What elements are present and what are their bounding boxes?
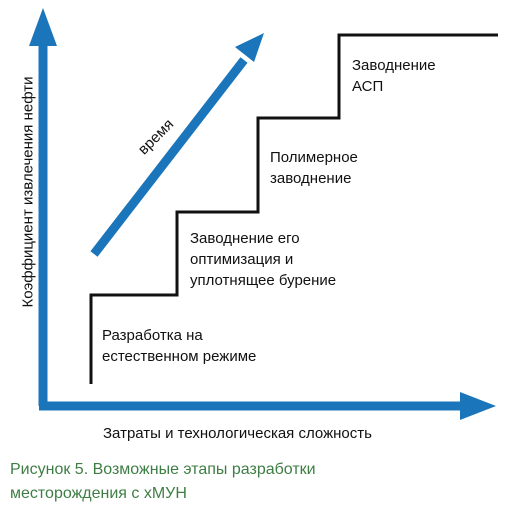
caption-line-2: месторождения с хМУН	[10, 485, 187, 502]
caption-line-1: Рисунок 5. Возможные этапы разработки	[10, 461, 316, 478]
time-arrow-arrowhead	[235, 33, 264, 62]
stage-label-polymer-flooding: Полимерное заводнение	[270, 149, 358, 187]
stage-label-waterflooding-optimization: Заводнение его оптимизация и уплотнящее …	[190, 230, 337, 289]
stage-label-natural-regime: Разработка на естественном режиме	[102, 327, 257, 365]
y-axis-arrowhead	[29, 8, 57, 46]
figure-caption: Рисунок 5. Возможные этапы разработки ме…	[10, 458, 316, 506]
x-axis-label: Затраты и технологическая сложность	[103, 425, 372, 442]
y-axis-label: Коэффициент извлечения нефти	[19, 76, 37, 308]
time-arrow-line	[90, 57, 248, 257]
staircase-line	[89, 33, 498, 384]
stage-label-asp-flooding: Заводнение АСП	[352, 57, 436, 95]
x-axis-arrowhead	[460, 392, 496, 420]
